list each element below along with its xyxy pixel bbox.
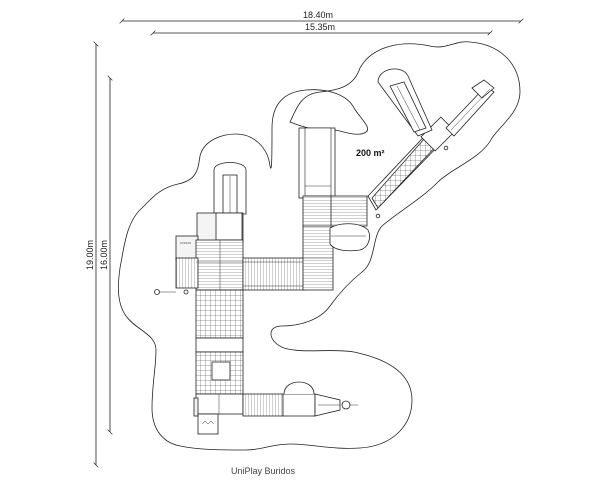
overall-height-label: 19.00m (85, 240, 95, 270)
area-label: 200 m² (356, 148, 385, 158)
upper-left-slide (213, 162, 247, 216)
left-tower: ▭▭▭ (154, 212, 244, 295)
dimension-overall-height: 19.00m (85, 44, 96, 465)
dimension-inner-height: 16.00m (99, 78, 110, 432)
lower-left-tower (193, 289, 244, 435)
upper-right-tower (377, 68, 495, 137)
inner-width-label: 15.35m (305, 22, 335, 32)
safety-zone-outline (117, 41, 521, 451)
diagonal-ladder-bridge (367, 116, 456, 219)
horizontal-bridge (242, 257, 306, 291)
svg-text:▭▭▭: ▭▭▭ (180, 240, 192, 245)
diagram-caption: UniPlay Buridos (231, 466, 296, 476)
dimension-inner-width: 15.35m (153, 22, 490, 33)
center-tower (298, 127, 370, 291)
overall-width-label: 18.40m (303, 10, 333, 20)
dimension-overall-width: 18.40m (122, 10, 521, 21)
bottom-bridge (242, 381, 358, 417)
inner-height-label: 16.00m (99, 240, 109, 270)
